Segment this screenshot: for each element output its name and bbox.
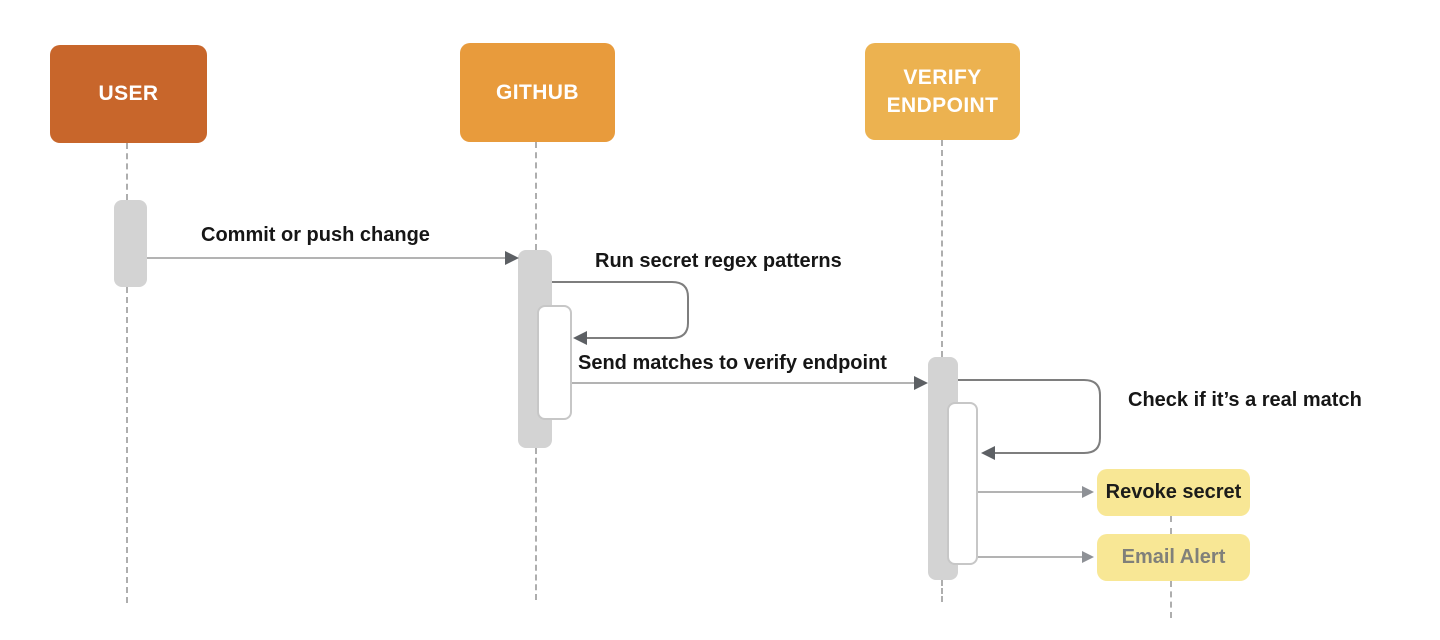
email-alert-arrowhead-icon [1082, 551, 1094, 563]
github-lifeline [535, 142, 537, 250]
github-self-loop-arrowhead-icon [573, 331, 587, 345]
github-self-loop-line [552, 281, 689, 339]
verify-endpoint-lifeline [941, 580, 943, 602]
verify-self-loop-line [958, 379, 1101, 454]
note-email-alert: Email Alert [1097, 534, 1250, 581]
verify-self-loop-arrowhead-icon [981, 446, 995, 460]
message-label-send-matches: Send matches to verify endpoint [578, 352, 887, 374]
user-lifeline [126, 143, 128, 200]
actor-user-label: USER [98, 82, 159, 106]
commit-push-arrowhead-icon [505, 251, 519, 265]
user-activation-bar [114, 200, 147, 287]
github-nested-activation-bar [537, 305, 572, 420]
actor-verify-endpoint-label: VERIFY ENDPOINT [886, 66, 999, 117]
revoke-secret-arrowhead-icon [1082, 486, 1094, 498]
actor-verify-endpoint: VERIFY ENDPOINT [865, 43, 1020, 140]
note-email-alert-label: Email Alert [1121, 546, 1226, 568]
message-label-check-match: Check if it’s a real match [1128, 389, 1362, 411]
actor-github: GITHUB [460, 43, 615, 142]
revoke-secret-lifeline [1170, 516, 1172, 534]
verify-endpoint-lifeline [941, 140, 943, 357]
actor-user: USER [50, 45, 207, 143]
send-matches-arrowhead-icon [914, 376, 928, 390]
message-label-run-regex: Run secret regex patterns [595, 250, 842, 272]
message-label-commit-push: Commit or push change [201, 224, 430, 246]
user-lifeline [126, 287, 128, 603]
note-revoke-secret-label: Revoke secret [1105, 481, 1242, 503]
github-lifeline [535, 448, 537, 600]
verify-nested-activation-bar [947, 402, 978, 565]
actor-github-label: GITHUB [496, 80, 579, 104]
revoke-secret-lifeline [1170, 581, 1172, 618]
note-revoke-secret: Revoke secret [1097, 469, 1250, 516]
